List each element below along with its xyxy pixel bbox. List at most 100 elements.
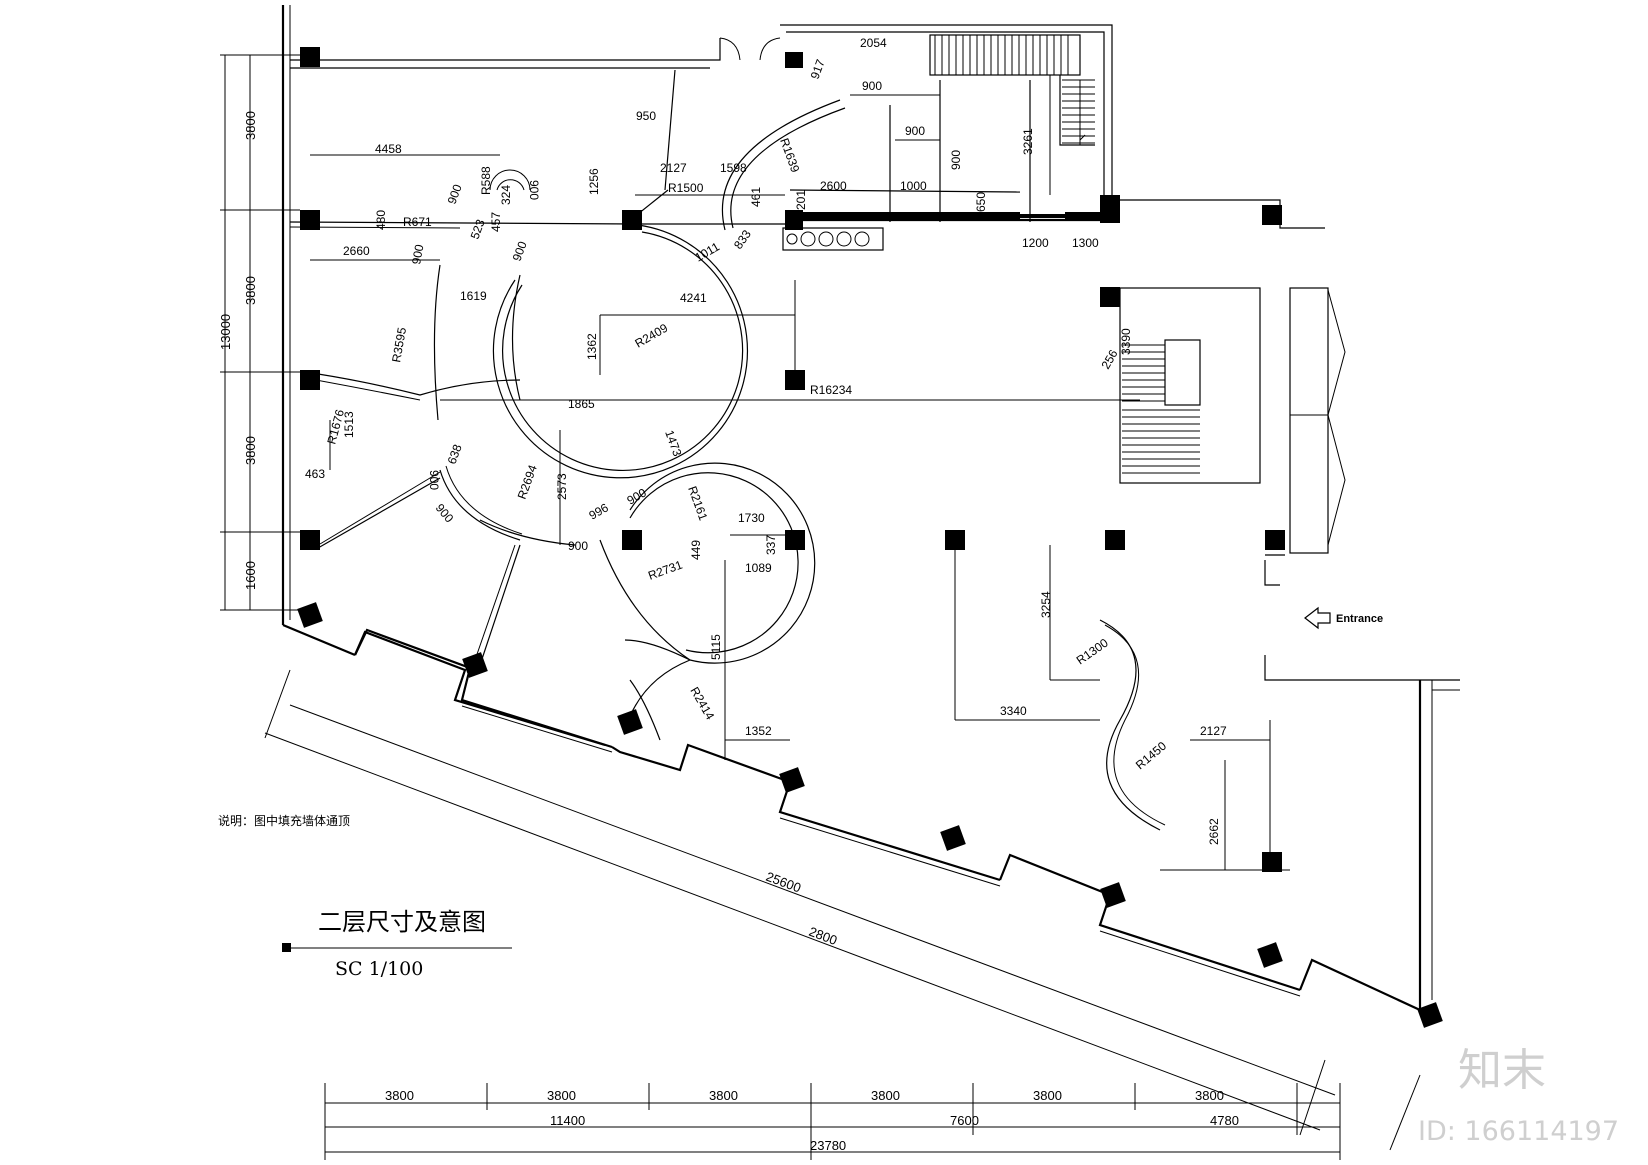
dimension-label-900k: 900 (433, 501, 457, 526)
diagonal-dim-inner: 2800 (807, 924, 839, 948)
bottom-dim-2: 3800 (547, 1088, 576, 1103)
dimension-label-480: 480 (374, 210, 388, 230)
column (462, 652, 488, 678)
column (1257, 942, 1283, 968)
exterior-walls (281, 5, 1325, 657)
dimension-label-917: 917 (808, 57, 828, 81)
bottom-total: 23780 (810, 1138, 846, 1153)
dimension-label-1865: 1865 (568, 397, 595, 411)
watermark-id: ID: 166114197 (1418, 1116, 1619, 1147)
dimension-label-1200: 1200 (1022, 236, 1049, 250)
dimension-label-R2161: R2161 (685, 484, 710, 522)
dimension-label-1089: 1089 (745, 561, 772, 575)
solid-walls (785, 212, 1110, 221)
dimension-label-2600: 2600 (820, 179, 847, 193)
dimension-label-1000: 1000 (900, 179, 927, 193)
dimension-label-900f: 900 (409, 243, 426, 265)
dimension-label-900j: 900 (625, 485, 650, 507)
column (622, 530, 642, 550)
column (1105, 530, 1125, 550)
dimension-label-2573: 2573 (555, 473, 569, 500)
dimension-label-4241: 4241 (680, 291, 707, 305)
bottom-dim-4: 3800 (871, 1088, 900, 1103)
left-dim-4: 1600 (243, 561, 258, 590)
column (785, 52, 803, 68)
dimension-label-996: 996 (587, 500, 612, 522)
dimension-label-457: 457 (489, 212, 503, 232)
dimension-label-900c: 900 (949, 150, 963, 170)
facade-segments (354, 628, 1460, 1011)
dimension-label-461: 461 (749, 187, 763, 207)
dimension-label-2127b: 2127 (1200, 724, 1227, 738)
dimension-lines (220, 54, 1421, 1160)
dimension-label-900d: 900 (445, 182, 465, 206)
watermark-logo: 知末 (1458, 1045, 1546, 1096)
dimension-label-3390: 3390 (1119, 328, 1133, 355)
column (300, 370, 320, 390)
bottom-group-2: 7600 (950, 1113, 979, 1128)
dimension-label-523: 523 (468, 217, 488, 241)
dimension-label-1598: 1598 (720, 161, 747, 175)
dimension-label-833: 833 (731, 227, 754, 252)
dimension-label-900i: 900 (568, 539, 588, 553)
dimension-label-R1639: R1639 (777, 136, 802, 174)
dimension-label-1300: 1300 (1072, 236, 1099, 250)
column (1100, 882, 1126, 908)
column (1100, 287, 1120, 307)
title-marker (282, 943, 291, 952)
bottom-dim-3: 3800 (709, 1088, 738, 1103)
dimension-label-900h: 900 (427, 470, 441, 490)
counter-stools (786, 231, 870, 247)
dimension-label-950: 950 (636, 109, 656, 123)
dimension-label-R2409: R2409 (633, 321, 671, 351)
drawing-title: 二层尺寸及意图 (318, 908, 486, 936)
dimension-label-2662: 2662 (1207, 818, 1221, 845)
column (785, 530, 805, 550)
diagonal-dim-outer: 25600 (764, 869, 803, 896)
dimension-label-1619: 1619 (460, 289, 487, 303)
bottom-group-1: 11400 (550, 1113, 585, 1128)
column (1417, 1002, 1443, 1028)
dimension-label-3254: 3254 (1039, 591, 1053, 618)
column (622, 210, 642, 230)
interior-partitions (289, 69, 1166, 831)
right-staircase (1119, 287, 1261, 484)
dimension-label-201: 201 (794, 190, 808, 210)
dimension-label-324: 324 (499, 185, 513, 205)
dimension-label-900e: 900 (527, 180, 541, 200)
column (785, 210, 803, 230)
dimension-label-337: 337 (764, 535, 778, 555)
column (300, 530, 320, 550)
dimension-label-R1300: R1300 (1074, 636, 1111, 668)
bottom-dim-6: 3800 (1195, 1088, 1224, 1103)
watermark: 知末 ID: 166114197 (1418, 1045, 1619, 1147)
column (779, 767, 805, 793)
column (297, 602, 323, 628)
structural-columns (297, 47, 1443, 1028)
column (1100, 195, 1120, 223)
dimension-label-900b: 900 (905, 124, 925, 138)
dimension-label-1011: 1011 (693, 239, 723, 264)
dimension-label-1513: 1513 (342, 411, 356, 438)
dimension-label-650: 650 (974, 192, 988, 212)
dimension-label-R588: R588 (479, 166, 493, 195)
drawing-note: 说明：图中填充墙体通顶 (218, 813, 350, 828)
dimension-label-256: 256 (1098, 347, 1120, 372)
dimension-texts: 3800 3800 3800 1600 13000 3800 3800 3800… (218, 111, 1239, 1153)
dimension-label-R3595: R3595 (389, 326, 409, 364)
dimension-label-5115: 5115 (709, 634, 723, 660)
dimension-label-R671: R671 (403, 215, 432, 229)
dimension-label-1730: 1730 (738, 511, 765, 525)
dimension-label-3340: 3340 (1000, 704, 1027, 718)
dimension-label-R2694: R2694 (515, 463, 540, 501)
column (940, 825, 966, 851)
drawing-scale: SC 1/100 (335, 958, 423, 980)
bottom-dim-1: 3800 (385, 1088, 414, 1103)
dimension-label-R16234: R16234 (810, 383, 852, 397)
bottom-group-3: 4780 (1210, 1113, 1239, 1128)
top-right-staircase (929, 34, 1095, 146)
left-dim-2: 3800 (243, 276, 258, 305)
entrance-label: Entrance (1336, 613, 1383, 625)
entrance-marker: Entrance (1304, 606, 1383, 630)
